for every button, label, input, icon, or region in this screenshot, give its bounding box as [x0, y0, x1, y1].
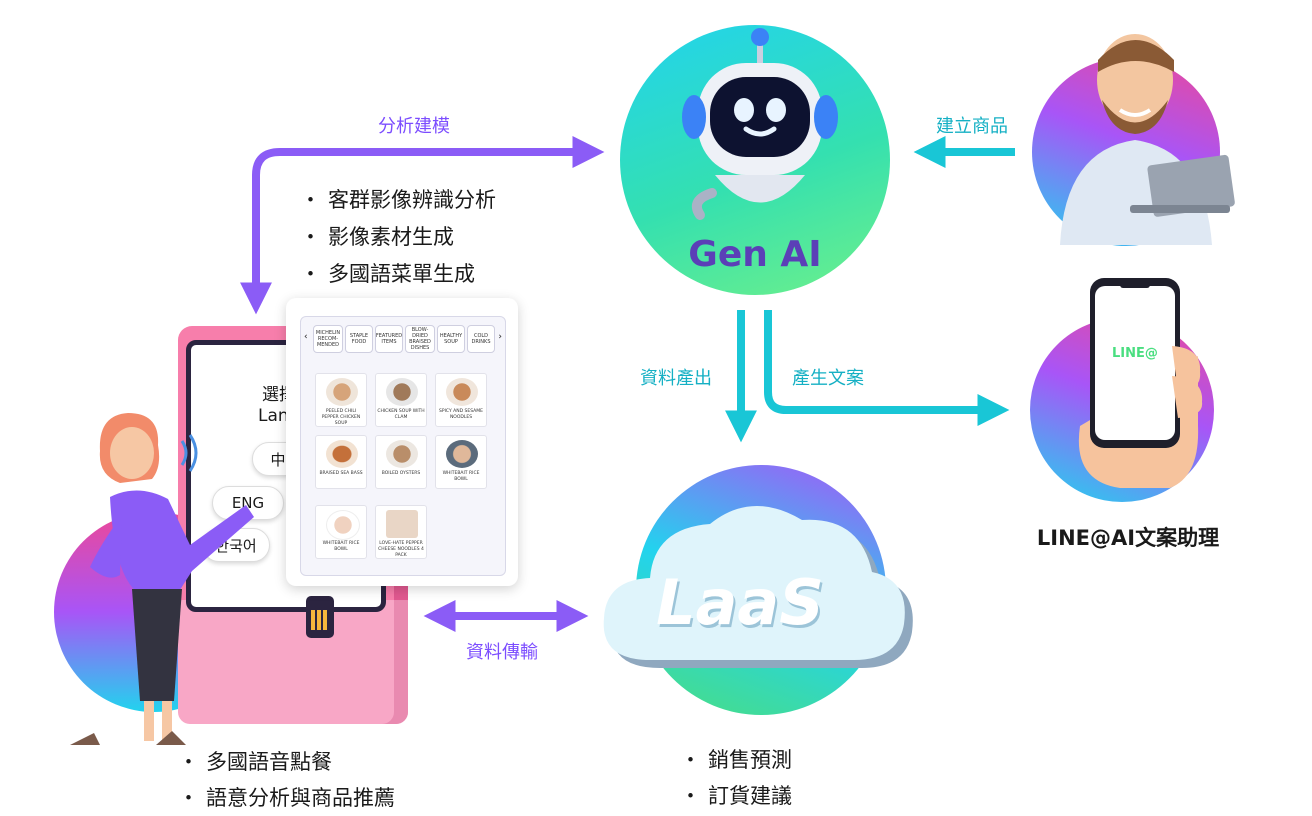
cloud-icon — [603, 505, 913, 668]
laas-feature: 訂貨建議 — [680, 778, 792, 814]
menu-item[interactable]: WHITEBAIT RICE BOWL — [315, 505, 367, 559]
menu-tab[interactable]: HEALTHY SOUP — [437, 325, 465, 353]
copywriting-label: 產生文案 — [792, 368, 864, 389]
menu-tab[interactable]: MICHELIN RECOM-MENDED — [313, 325, 343, 353]
phone-hand-icon — [1078, 278, 1203, 488]
genai-feature: 多國語菜單生成 — [300, 256, 496, 293]
menu-prev-icon[interactable]: ‹ — [304, 332, 308, 342]
laas-label: LaaS — [656, 566, 824, 639]
merchant-avatar — [1060, 34, 1235, 245]
kiosk-base — [178, 600, 408, 724]
genai-feature: 客群影像辨識分析 — [300, 182, 496, 219]
menu-item[interactable]: PEELED CHILI PEPPER CHICKEN SOUP — [315, 373, 367, 427]
menu-inner: ‹ › MICHELIN RECOM-MENDED STAPLE FOOD FE… — [300, 316, 506, 576]
menu-item[interactable]: CHICKEN SOUP WITH CLAM — [375, 373, 427, 427]
create-product-label: 建立商品 — [936, 116, 1008, 137]
menu-tab[interactable]: FEATURED ITEMS — [375, 325, 403, 353]
woman-illustration — [70, 413, 254, 745]
laas-feature-list: 銷售預測 訂貨建議 — [680, 742, 792, 814]
menu-card: ‹ › MICHELIN RECOM-MENDED STAPLE FOOD FE… — [286, 298, 518, 586]
modeling-arrow — [240, 136, 605, 315]
language-button-english[interactable]: ENG — [212, 486, 284, 520]
menu-item[interactable]: WHITEBAIT RICE BOWL — [435, 435, 487, 489]
genai-feature-list: 客群影像辨識分析 影像素材生成 多國語菜單生成 — [300, 182, 496, 293]
copywriting-arrow — [764, 310, 1010, 426]
line-screen-text: LINE@ — [1112, 346, 1158, 361]
menu-item[interactable]: SPICY AND SESAME NOODLES — [435, 373, 487, 427]
data-output-label: 資料產出 — [640, 368, 712, 389]
kiosk-feature-list: 多國語音點餐 語意分析與商品推薦 — [178, 744, 395, 816]
menu-tab[interactable]: COLD DRINKS — [467, 325, 495, 353]
menu-next-icon[interactable]: › — [498, 332, 502, 342]
kiosk-feature: 語意分析與商品推薦 — [178, 780, 395, 816]
genai-label: Gen AI — [688, 234, 822, 275]
menu-tab[interactable]: STAPLE FOOD — [345, 325, 373, 353]
menu-tab[interactable]: BLOW-DRIED BRAISED DISHES — [405, 325, 435, 353]
kiosk-screen-subtitle: Lan — [258, 406, 289, 426]
menu-item[interactable]: BOILED OYSTERS — [375, 435, 427, 489]
data-transfer-label: 資料傳輸 — [466, 642, 538, 663]
genai-feature: 影像素材生成 — [300, 219, 496, 256]
kiosk-feature: 多國語音點餐 — [178, 744, 395, 780]
line-caption: LINE@AI文案助理 — [1036, 526, 1220, 550]
modeling-label: 分析建模 — [378, 116, 450, 137]
robot-icon — [682, 28, 838, 220]
laas-feature: 銷售預測 — [680, 742, 792, 778]
card-reader-icon — [306, 596, 334, 638]
menu-item[interactable]: LOVE-HATE PEPPER CHEESE NOODLES 4 PACK — [375, 505, 427, 559]
menu-item[interactable]: BRAISED SEA BASS — [315, 435, 367, 489]
